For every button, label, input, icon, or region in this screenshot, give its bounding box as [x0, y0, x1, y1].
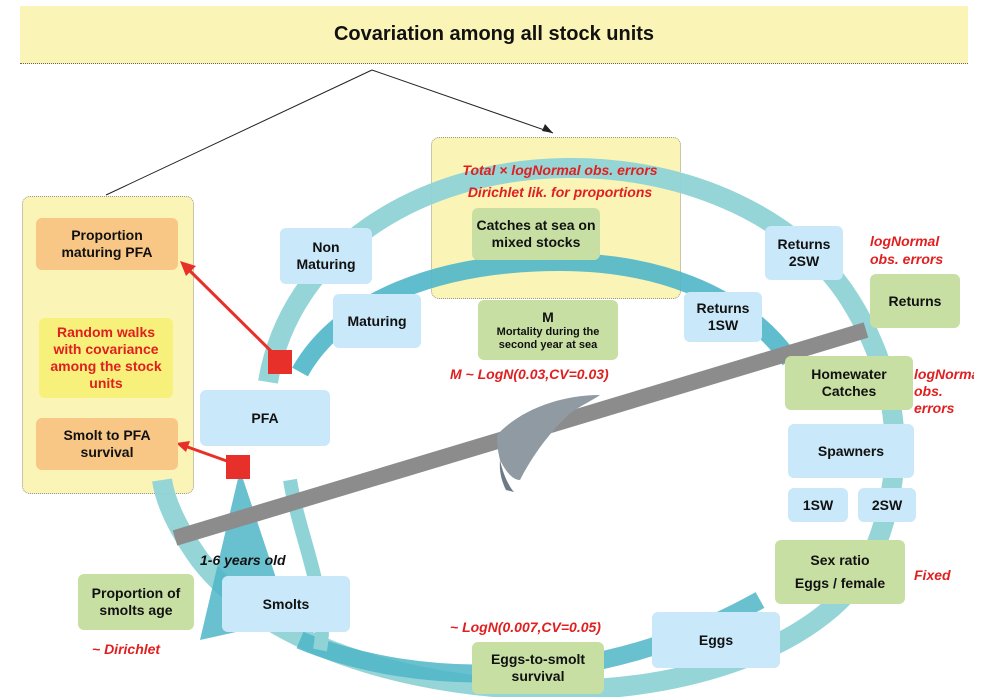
catches-at-sea-box: Catches at sea on mixed stocks — [472, 208, 600, 260]
pfa-node: PFA — [200, 390, 330, 446]
page-title: Covariation among all stock units — [333, 23, 655, 45]
lognormal-homewater-note: logNormal obs. errors — [914, 366, 974, 416]
obs-errors-note-2: Dirichlet lik. for proportions — [467, 184, 653, 200]
returns-obs-box: Returns — [870, 274, 960, 328]
eggs-node: Eggs — [652, 612, 780, 668]
banner-connector-left — [105, 69, 373, 196]
banner-connector-right — [371, 69, 554, 134]
title-banner: Covariation among all stock units — [20, 6, 968, 64]
mortality-box: M Mortality during the second year at se… — [478, 300, 618, 360]
fixed-note: Fixed — [914, 567, 951, 583]
maturing-node: Maturing — [333, 294, 421, 348]
proportion-maturing-box: Proportion maturing PFA — [36, 218, 178, 270]
years-old-note: 1-6 years old — [200, 552, 286, 568]
egg-survival-prior-note: ~ LogN(0.007,CV=0.05) — [450, 619, 601, 635]
smolt-to-pfa-box: Smolt to PFA survival — [36, 418, 178, 470]
smolts-node: Smolts — [222, 576, 350, 632]
red-arrow-maturing — [183, 264, 282, 362]
sex-ratio-box: Sex ratio Eggs / female — [775, 540, 905, 604]
obs-errors-note-1: Total × logNormal obs. errors — [462, 162, 658, 178]
eggs-to-smolt-box: Eggs-to-smolt survival — [472, 642, 604, 694]
red-node-survival — [226, 455, 250, 479]
random-walks-box: Random walks with covariance among the s… — [39, 318, 173, 398]
spawners-1sw-node: 1SW — [788, 488, 848, 522]
m-prior-note: M ~ LogN(0.03,CV=0.03) — [450, 366, 609, 382]
red-node-maturing — [268, 350, 292, 374]
lognormal-returns-note: logNormal obs. errors — [870, 233, 944, 267]
non-maturing-node: Non Maturing — [280, 228, 372, 284]
proportion-smolts-age-box: Proportion of smolts age — [78, 574, 194, 630]
salmon-icon — [497, 395, 600, 492]
spawners-node: Spawners — [788, 424, 914, 478]
returns-2sw-node: Returns 2SW — [765, 226, 843, 280]
returns-1sw-node: Returns 1SW — [684, 292, 762, 342]
outer-cycle-arrow — [152, 157, 905, 697]
homewater-catches-box: Homewater Catches — [785, 356, 913, 410]
spawners-2sw-node: 2SW — [858, 488, 916, 522]
dirichlet-note: ~ Dirichlet — [92, 641, 161, 657]
